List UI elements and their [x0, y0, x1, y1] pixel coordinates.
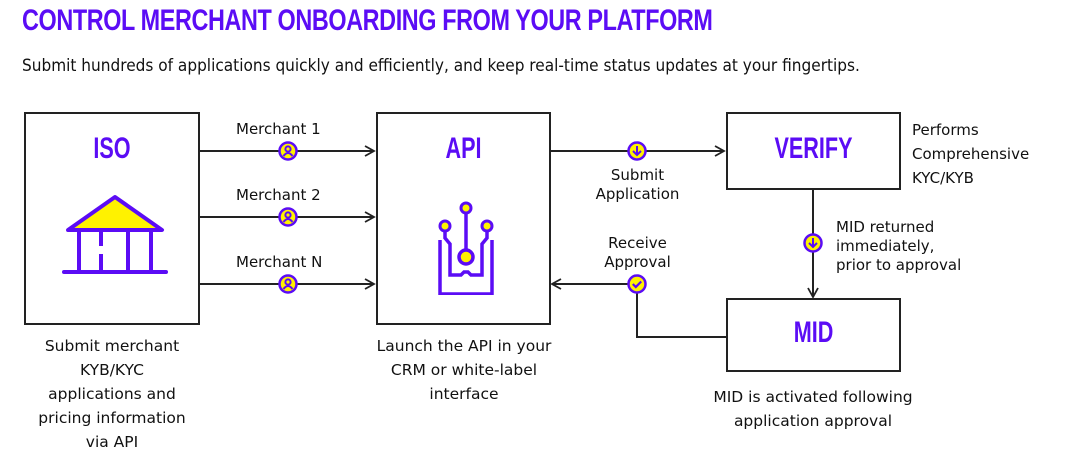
verify-box: VERIFY — [726, 112, 901, 190]
circuit-api-icon — [438, 201, 494, 295]
api-caption-line: interface — [429, 385, 499, 403]
iso-caption-line: pricing information — [38, 409, 186, 427]
iso-caption-line: via API — [85, 433, 139, 451]
mid-to-approval-line — [636, 284, 726, 338]
receive-approval-label: Receive Approval — [580, 234, 695, 272]
api-label: API — [445, 132, 482, 165]
iso-caption: Submit merchant KYB/KYC applications and… — [14, 334, 210, 454]
mid-caption-line: MID is activated following — [713, 388, 913, 406]
api-caption-line: CRM or white-label — [390, 361, 538, 379]
merchant-1-label: Merchant 1 — [236, 120, 321, 138]
iso-caption-line: KYB/KYC — [80, 361, 144, 379]
bank-building-icon — [62, 195, 168, 274]
iso-label: ISO — [93, 132, 131, 165]
submit-application-label: Submit Application — [580, 166, 695, 204]
mid-returned-line: prior to approval — [836, 256, 962, 274]
iso-caption-line: Submit merchant — [44, 337, 180, 355]
user-icon — [278, 207, 298, 227]
merchant-2-label: Merchant 2 — [236, 186, 321, 204]
api-caption: Launch the API in your CRM or white-labe… — [348, 334, 580, 406]
verify-note-line: Performs — [912, 121, 979, 139]
iso-caption-line: applications and — [48, 385, 176, 403]
check-circle-icon — [627, 274, 647, 294]
submit-label-line: Application — [595, 185, 680, 203]
mid-returned-line: MID returned — [836, 218, 935, 236]
receive-label-line: Receive — [608, 234, 667, 252]
user-icon — [278, 274, 298, 294]
arrow-down-circle-icon — [803, 233, 823, 253]
page-title: CONTROL MERCHANT ONBOARDING FROM YOUR PL… — [22, 4, 713, 37]
verify-note: Performs Comprehensive KYC/KYB — [912, 118, 1029, 190]
verify-note-line: Comprehensive — [912, 145, 1030, 163]
mid-returned-line: immediately, — [836, 237, 935, 255]
api-box: API — [376, 112, 551, 325]
mid-returned-label: MID returned immediately, prior to appro… — [836, 218, 961, 275]
mid-caption-line: application approval — [733, 412, 893, 430]
merchant-n-label: Merchant N — [236, 253, 323, 271]
api-caption-line: Launch the API in your — [376, 337, 552, 355]
page-subtitle: Submit hundreds of applications quickly … — [22, 56, 860, 75]
verify-note-line: KYC/KYB — [912, 169, 974, 187]
submit-label-line: Submit — [610, 166, 665, 184]
mid-label: MID — [793, 316, 834, 349]
mid-box: MID — [726, 298, 901, 372]
iso-box: ISO — [24, 112, 200, 325]
receive-label-line: Approval — [604, 253, 671, 271]
arrow-down-circle-icon — [627, 141, 647, 161]
user-icon — [278, 141, 298, 161]
verify-label: VERIFY — [774, 132, 853, 165]
mid-caption: MID is activated following application a… — [680, 385, 946, 433]
